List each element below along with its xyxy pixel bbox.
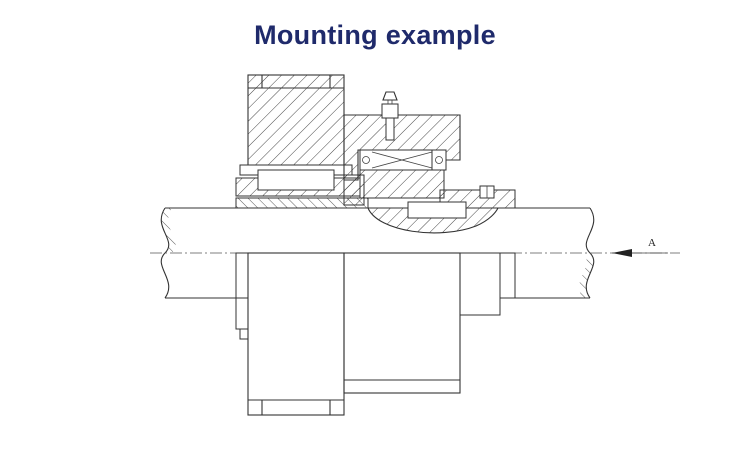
grease-nipple[interactable] bbox=[381, 91, 399, 141]
bushing-section bbox=[235, 169, 369, 209]
bearing-section bbox=[359, 149, 447, 199]
section-arrow: A bbox=[612, 237, 668, 257]
lower-outline bbox=[235, 252, 516, 416]
section-label: A bbox=[648, 237, 656, 249]
sprocket-section bbox=[239, 74, 353, 176]
hub-extension bbox=[367, 185, 516, 234]
page-title: Mounting example bbox=[254, 20, 496, 50]
